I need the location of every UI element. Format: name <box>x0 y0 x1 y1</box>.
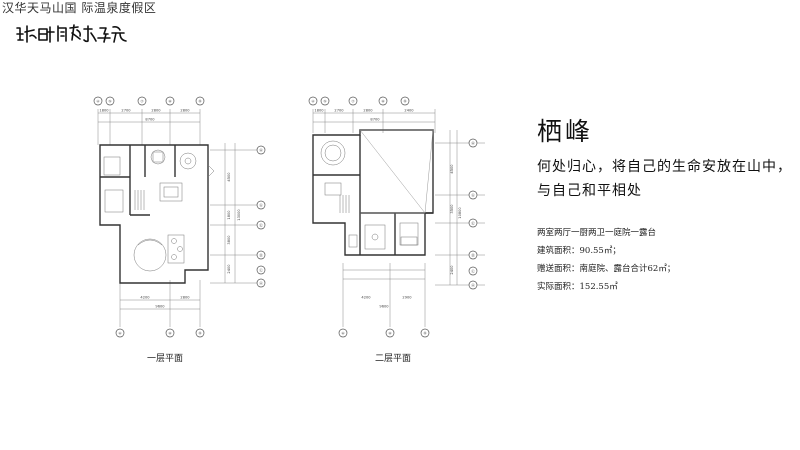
bottom-grid-axis-label: ⑧ <box>168 331 172 335</box>
bottom-grid-axis-label: ⑨ <box>198 331 202 335</box>
right-grid-axis-label: Ⓖ <box>471 192 475 197</box>
top-dimension-label: 1800 <box>314 109 324 113</box>
right-dimension-label: 3800 <box>227 235 231 245</box>
right-grid-axis-label: Ⓔ <box>471 220 475 225</box>
right-grid-axis-label: Ⓐ <box>471 282 475 287</box>
first-floor-drawing: 1800 2700 2800 2800 8700 ④ ⑤ ⑦ ⑧ ⑨ 4200 2800 9600 ⑥ ⑧ ⑨… <box>93 96 266 338</box>
bottom-dimension-label: 2900 <box>402 296 412 300</box>
bottom-dimension-label: 4200 <box>140 296 150 300</box>
slogan-handwriting <box>14 20 134 46</box>
top-grid-axis-label: ⑤ <box>108 99 112 103</box>
page-header-title: 汉华天马山国 际温泉度假区 <box>2 1 157 15</box>
right-grid-axis-label: Ⓓ <box>471 252 475 257</box>
project-name: 栖峰 <box>537 117 594 146</box>
top-grid-axis-label: ⑦ <box>351 99 354 103</box>
top-grid-axis-label: ⑨ <box>198 99 202 103</box>
right-dimension-label: 3500 <box>450 204 454 214</box>
top-grid-axis-label: ④ <box>96 99 99 103</box>
bottom-dimension-label: 4200 <box>361 296 371 300</box>
second-floor-label: 二层平面 <box>375 354 412 364</box>
slogan-calligraphy-icon <box>16 24 127 43</box>
bottom-grid-axis-label: ⑥ <box>118 331 122 335</box>
actual-area: 实际面积：152.55㎡ <box>537 282 618 292</box>
top-total-dimension-label: 8700 <box>145 118 155 122</box>
bottom-dimension-label: 2800 <box>180 296 190 300</box>
bottom-grid-axis-label: ⑧ <box>388 331 392 335</box>
tagline-line-2: 与自己和平相处 <box>537 183 642 199</box>
right-grid-axis-label: Ⓓ <box>259 252 263 257</box>
top-total-dimension-label: 8700 <box>370 118 380 122</box>
top-grid-axis-label: ⑨ <box>403 99 407 103</box>
top-dimension-label: 2700 <box>334 109 344 113</box>
bottom-grid-axis-label: ⑥ <box>341 331 345 335</box>
right-dimension-label: 4500 <box>450 164 454 174</box>
right-grid-axis-label: Ⓒ <box>471 268 475 273</box>
unit-layout: 两室两厅一厨两卫一庭院一露台 <box>537 228 657 238</box>
top-grid-axis-label: ⑤ <box>323 99 327 103</box>
tagline-line-1: 何处归心，将自己的生命安放在山中， <box>537 159 792 175</box>
first-floor-label: 一层平面 <box>147 354 184 364</box>
top-dimension-label: 2800 <box>363 109 373 113</box>
top-dimension-label: 1800 <box>99 109 109 113</box>
second-floor-plan: 1800 2700 2800 2400 8700 ④ ⑤ ⑦ ⑧ ⑨ 4200 2900 9600 ⑥ ⑧ ⑨… <box>305 95 495 345</box>
right-total-dimension-label: 10800 <box>458 207 462 219</box>
building-area: 建筑面积：90.55㎡； <box>537 246 621 256</box>
top-dimension-label: 2800 <box>180 109 190 113</box>
right-grid-axis-label: Ⓒ <box>259 267 263 272</box>
right-grid-axis-label: Ⓔ <box>259 222 263 227</box>
bottom-total-dimension-label: 9600 <box>155 305 165 309</box>
top-grid-axis-label: ⑧ <box>168 99 172 103</box>
right-dimension-label: 2400 <box>227 264 231 274</box>
right-grid-axis-label: Ⓐ <box>259 280 263 285</box>
right-grid-axis-label: Ⓗ <box>259 147 263 152</box>
right-grid-axis-label: Ⓗ <box>471 140 475 145</box>
right-grid-axis-label: Ⓖ <box>259 202 263 207</box>
top-grid-axis-label: ⑦ <box>140 99 143 103</box>
top-dimension-label: 2400 <box>404 109 414 113</box>
top-grid-axis-label: ④ <box>311 99 314 103</box>
bottom-grid-axis-label: ⑨ <box>423 331 427 335</box>
right-dimension-label: 4500 <box>227 172 231 182</box>
second-floor-drawing: 1800 2700 2800 2400 8700 ④ ⑤ ⑦ ⑧ ⑨ 4200 2900 9600 ⑥ ⑧ ⑨… <box>308 96 485 338</box>
right-total-dimension-label: 13000 <box>237 209 241 221</box>
top-dimension-label: 2800 <box>151 109 161 113</box>
top-grid-axis-label: ⑧ <box>381 99 385 103</box>
bottom-total-dimension-label: 9600 <box>379 305 389 309</box>
top-dimension-label: 2700 <box>121 109 131 113</box>
first-floor-plan: 1800 2700 2800 2800 8700 ④ ⑤ ⑦ ⑧ ⑨ 4200 2800 9600 ⑥ ⑧ ⑨… <box>90 95 280 345</box>
gift-area: 赠送面积：南庭院、露台合计62㎡； <box>537 264 676 274</box>
right-dimension-label: 1800 <box>227 210 231 220</box>
right-dimension-label: 2400 <box>450 265 454 275</box>
